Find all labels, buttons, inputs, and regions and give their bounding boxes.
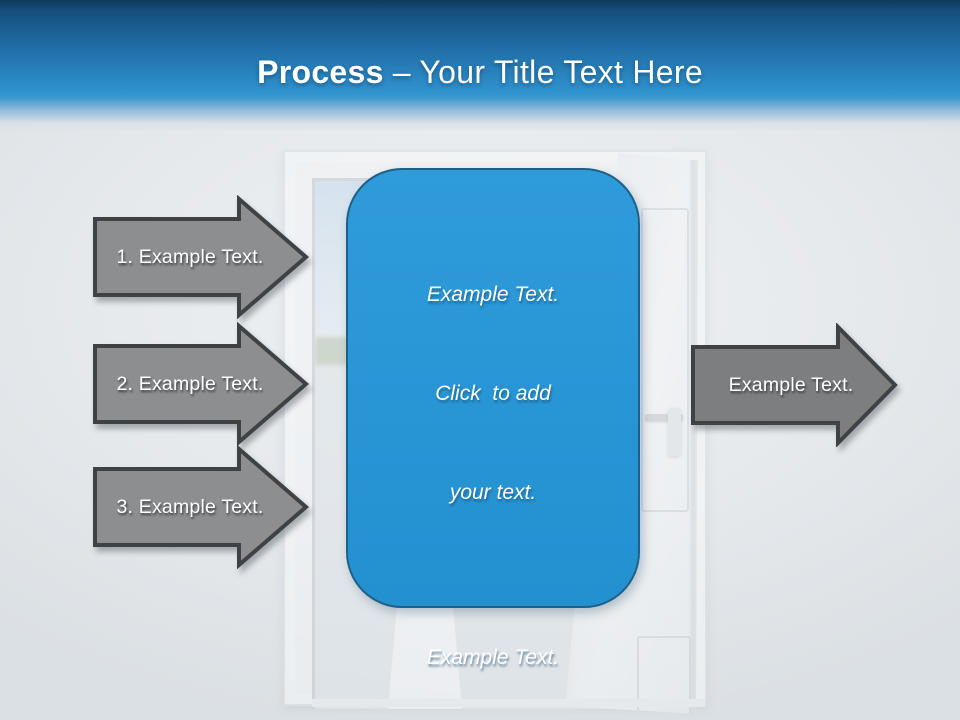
process-arrow-3-label[interactable]: 3. Example Text.: [116, 496, 264, 518]
process-arrow-2-label[interactable]: 2. Example Text.: [116, 373, 264, 395]
process-arrow-1-label[interactable]: 1. Example Text.: [116, 246, 264, 268]
result-arrow-label[interactable]: Example Text.: [728, 374, 854, 396]
slide-title: Process– Your Title Text Here: [0, 54, 960, 90]
process-arrow-1[interactable]: [93, 195, 312, 319]
door-handle-plate: [668, 408, 681, 456]
result-arrow[interactable]: [691, 323, 899, 447]
door-molding-lower: [637, 636, 691, 714]
callout-p2-line1[interactable]: Example Text.: [426, 646, 560, 669]
callout-paragraph-1[interactable]: Example Text. Click to add your text.: [364, 212, 622, 575]
title-text: – Your Title Text Here: [392, 54, 703, 90]
callout-paragraph-2[interactable]: Example Text. Click to add your text.: [364, 575, 622, 720]
title-bar: [0, 0, 960, 132]
title-keyword: Process: [257, 54, 384, 90]
door-molding-upper: [641, 208, 689, 512]
process-arrow-2[interactable]: [93, 322, 312, 446]
door-handle: [645, 414, 683, 421]
process-arrow-3[interactable]: [93, 445, 312, 569]
callout-p1-line1[interactable]: Example Text.: [426, 283, 560, 306]
callout-p1-line3[interactable]: your text.: [449, 481, 537, 504]
callout-box[interactable]: Example Text. Click to add your text. Ex…: [346, 168, 640, 669]
callout-p1-line2[interactable]: Click to add: [435, 382, 551, 405]
door-threshold: [312, 699, 705, 707]
